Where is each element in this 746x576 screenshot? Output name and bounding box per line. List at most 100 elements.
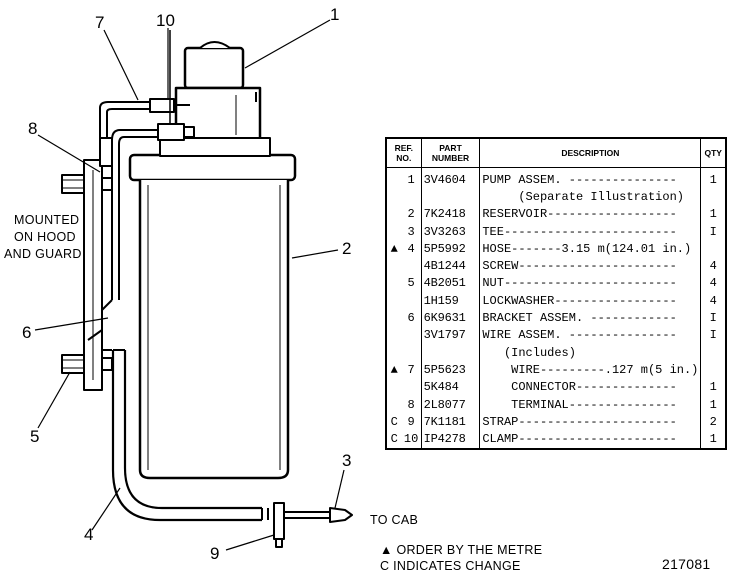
hose	[111, 349, 269, 522]
row-ref-no: 4	[401, 240, 422, 258]
legend-indicates-change: C INDICATES CHANGE	[380, 559, 521, 573]
row-description: WIRE---------.127 m(5 in.)	[479, 361, 702, 379]
table-row: (Separate Illustration)	[386, 188, 726, 206]
row-description: STRAP----------------------	[479, 413, 702, 431]
row-ref-no: 1	[401, 167, 422, 189]
mount-note-line-2: ON HOOD	[14, 230, 76, 244]
header-ref-no: REF. NO.	[385, 137, 422, 168]
callout-1: 1	[330, 5, 340, 24]
row-mark	[386, 223, 402, 240]
row-qty: 1	[709, 380, 717, 395]
header-ref-line-2: NO.	[396, 153, 412, 163]
callout-3: 3	[342, 451, 352, 470]
cab-line	[284, 507, 353, 523]
row-part-number: 6K9631	[421, 309, 481, 327]
row-mark	[386, 292, 402, 309]
callout-9: 9	[210, 544, 220, 563]
callout-6: 6	[22, 323, 32, 342]
feed-tube	[99, 129, 158, 300]
legend-order-by-metre: ▲ ORDER BY THE METRE	[380, 543, 543, 557]
row-mark	[386, 396, 402, 413]
parts-table: REF. NO. PART NUMBER DESCRIPTION QTY 1 3V…	[385, 137, 727, 450]
header-part-line-1: PART	[439, 143, 462, 153]
mounting-bracket	[83, 159, 103, 391]
row-description: CONNECTOR--------------	[479, 378, 702, 396]
row-qty: 1	[709, 207, 717, 222]
row-qty: 1	[709, 432, 717, 447]
outlet-wire	[99, 98, 190, 160]
row-ref-no	[401, 257, 422, 275]
row-mark: ▲	[390, 362, 398, 377]
row-ref-no	[401, 188, 422, 206]
table-row: (Includes)	[386, 343, 726, 362]
row-part-number: 4B1244	[421, 257, 481, 275]
row-part-number	[421, 343, 481, 362]
mount-note-line-1: MOUNTED	[14, 213, 80, 227]
row-part-number: 5K484	[421, 378, 481, 396]
header-description: DESCRIPTION	[479, 137, 702, 168]
row-mark: ▲	[390, 241, 398, 256]
row-description: CLAMP----------------------	[479, 430, 702, 449]
table-header-row: REF. NO. PART NUMBER DESCRIPTION QTY	[385, 137, 727, 168]
figure-number: 217081	[662, 556, 711, 572]
row-qty	[701, 361, 726, 378]
row-part-number	[421, 188, 481, 206]
row-description: (Includes)	[479, 343, 702, 362]
row-mark	[386, 188, 402, 205]
row-ref-no	[401, 292, 422, 310]
callout-5: 5	[30, 427, 40, 446]
row-description: HOSE-------3.15 m(124.01 in.)	[479, 240, 702, 258]
row-mark	[386, 257, 402, 274]
row-description: TERMINAL---------------	[479, 395, 702, 414]
row-qty: 1	[709, 397, 717, 412]
row-description: BRACKET ASSEM. ------------	[479, 309, 702, 327]
row-mark: C	[390, 432, 398, 447]
row-ref-no	[401, 378, 422, 396]
row-qty: 2	[709, 414, 717, 429]
row-ref-no: 3	[401, 222, 422, 241]
callout-8: 8	[28, 119, 38, 138]
row-qty: I	[709, 328, 717, 343]
row-mark	[386, 344, 402, 361]
row-qty: 4	[709, 259, 717, 274]
row-description: NUT------------------------	[479, 274, 702, 293]
row-ref-no: 2	[401, 205, 422, 223]
row-description: TEE------------------------	[479, 222, 702, 241]
row-part-number: 5P5992	[421, 240, 481, 258]
callout-2: 2	[342, 239, 352, 258]
row-qty	[701, 240, 726, 257]
pump-assembly	[159, 41, 271, 157]
callout-4: 4	[84, 525, 94, 544]
row-ref-no: 5	[401, 274, 422, 293]
row-part-number: 7K1181	[421, 413, 481, 431]
row-ref-no: 7	[401, 361, 422, 379]
row-part-number: 3V1797	[421, 326, 481, 344]
mount-note-line-3: AND GUARD	[4, 247, 82, 261]
row-part-number: 4B2051	[421, 274, 481, 293]
row-qty: I	[709, 311, 717, 326]
leader-lines	[34, 19, 345, 551]
table-row: 5K484 CONNECTOR-------------- 1	[386, 378, 726, 396]
row-ref-no: 8	[401, 395, 422, 414]
row-part-number: 7K2418	[421, 205, 481, 223]
row-mark	[386, 327, 402, 344]
row-qty: 4	[709, 293, 717, 308]
row-mark	[386, 206, 402, 223]
row-description: LOCKWASHER-----------------	[479, 292, 702, 310]
to-cab-label: TO CAB	[370, 513, 419, 527]
row-ref-no: 6	[401, 309, 422, 327]
tee-fitting	[157, 30, 195, 141]
callout-10: 10	[156, 11, 175, 30]
header-ref-line-1: REF.	[394, 143, 414, 153]
row-part-number: 3V3263	[421, 222, 481, 241]
